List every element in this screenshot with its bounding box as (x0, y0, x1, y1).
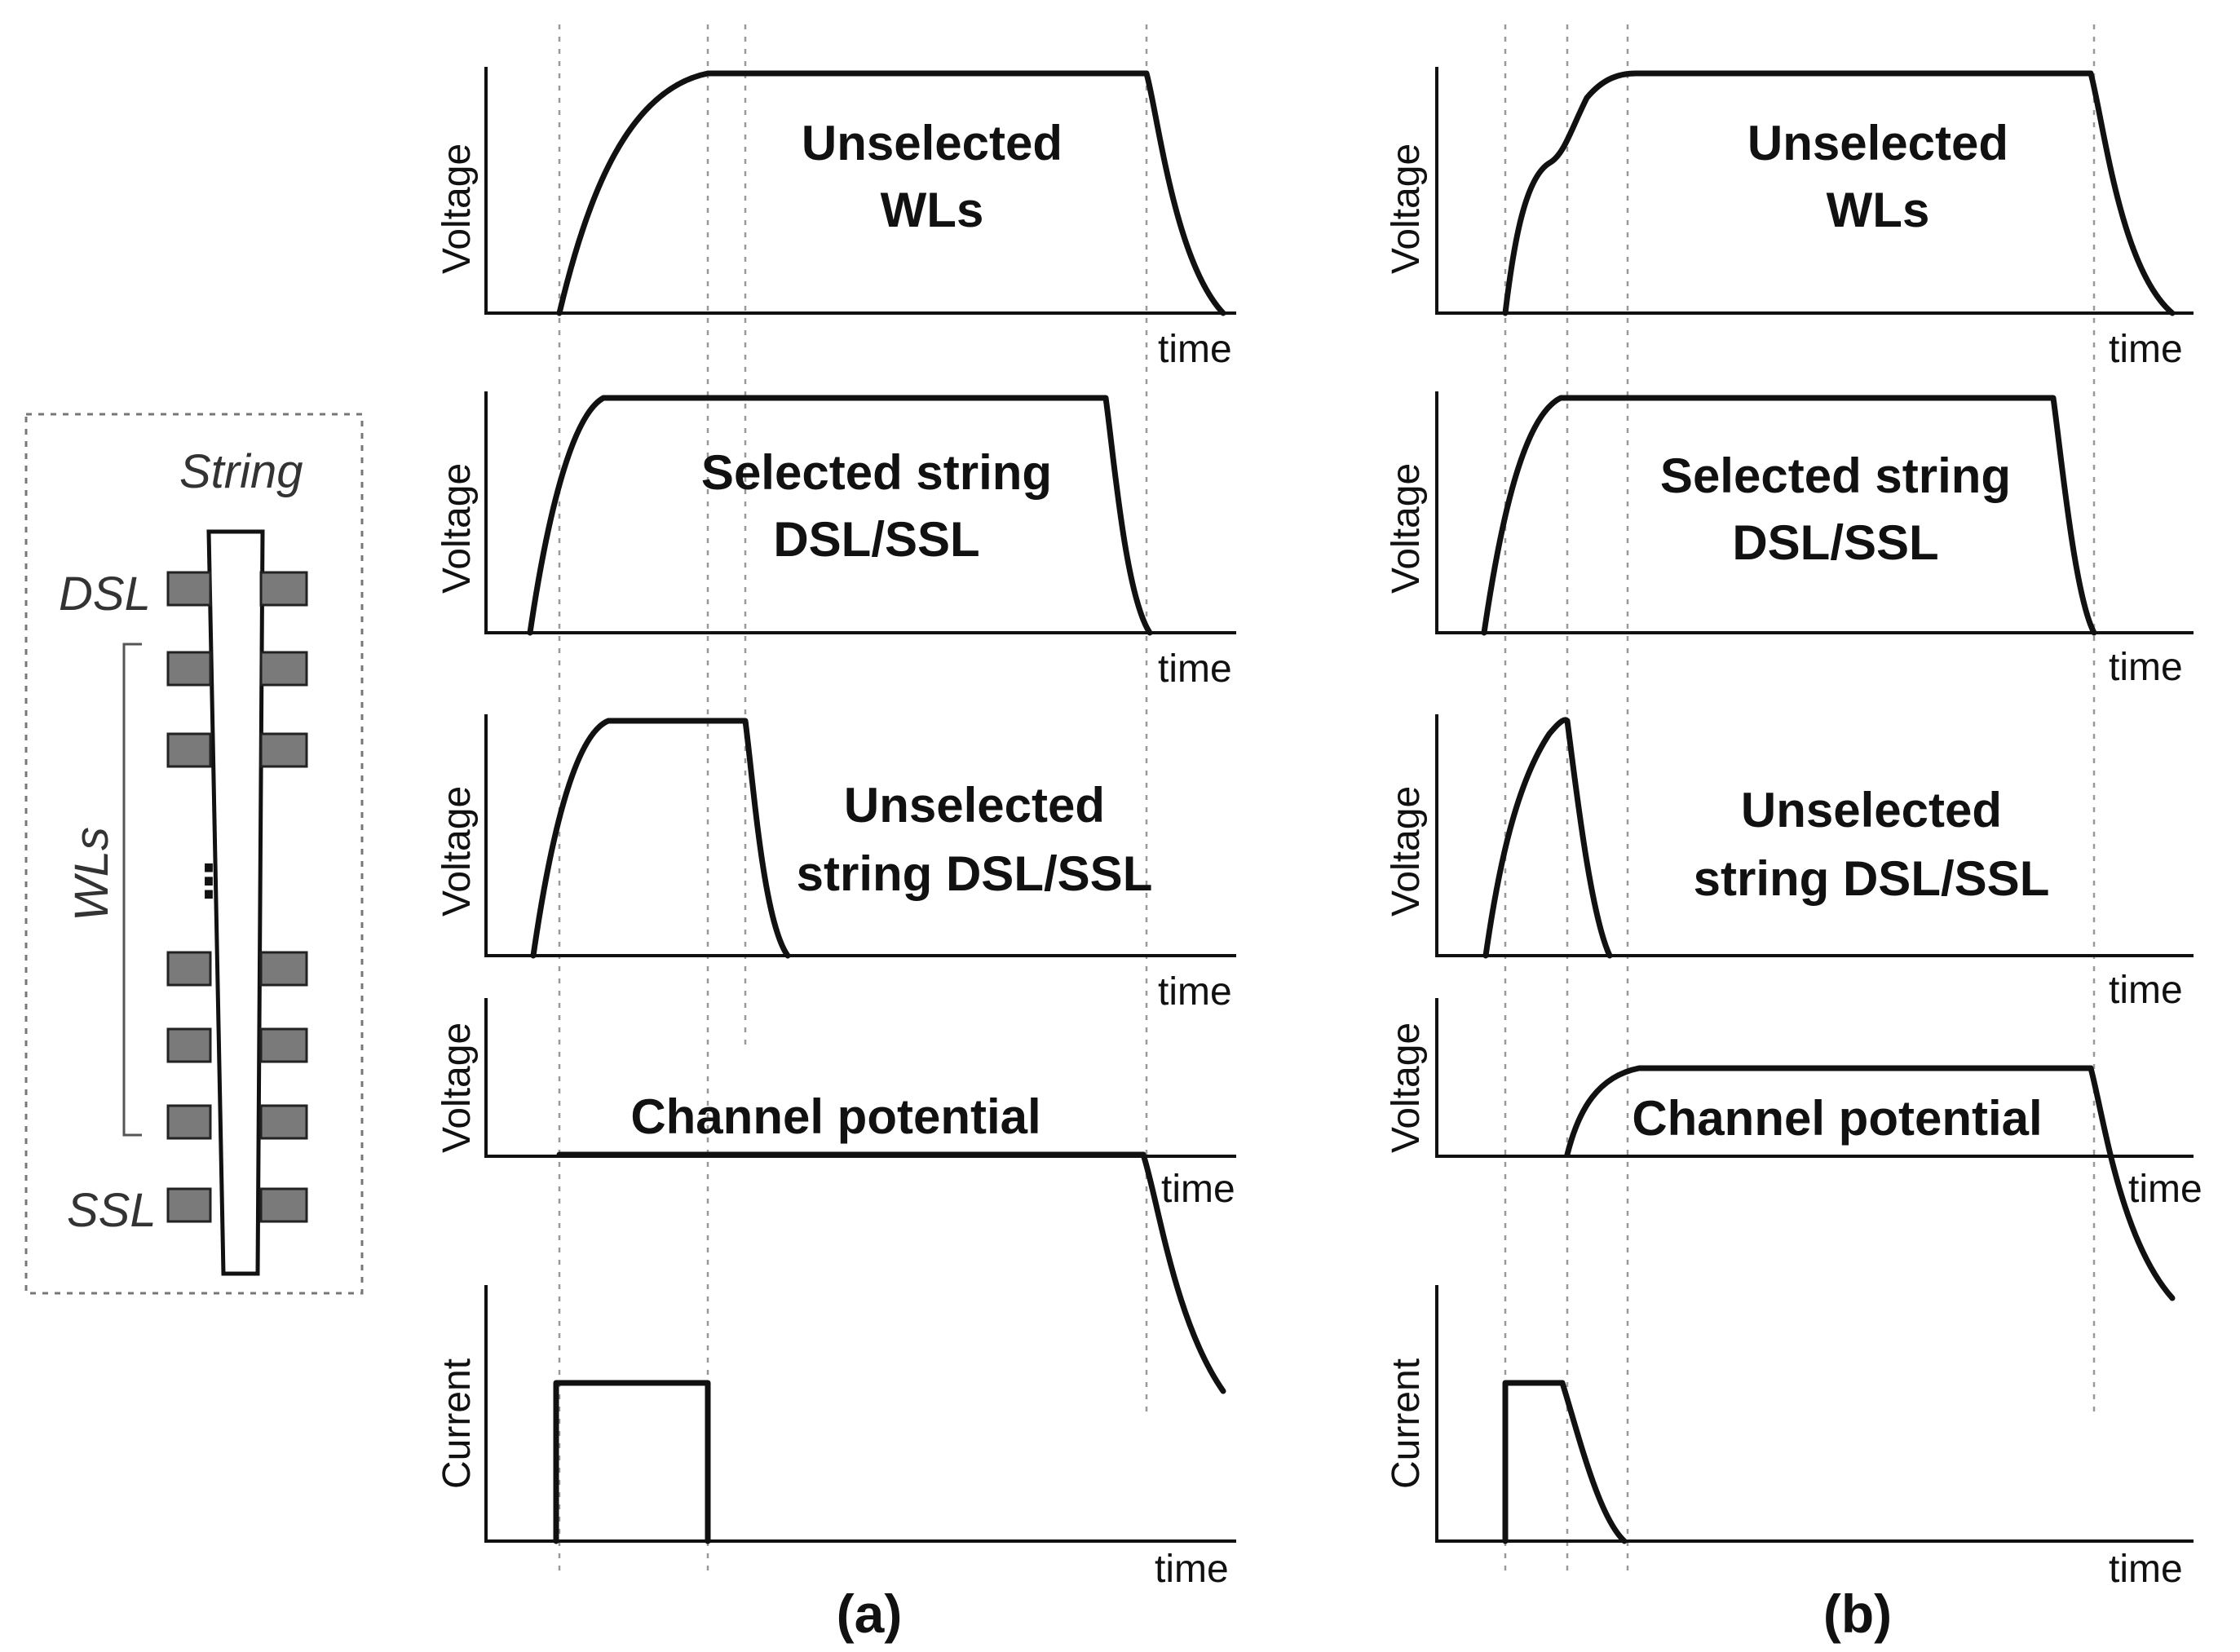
axis (1435, 67, 2194, 315)
wl-gate-left (166, 951, 212, 987)
axis (484, 391, 1236, 634)
wl-gate-left (166, 1104, 212, 1140)
x-axis-label: time (1158, 328, 1232, 371)
curve-label: WLs (1827, 183, 1930, 237)
plot-a-unselected-string: Voltage time Unselected string DSL/SSL (435, 714, 1236, 1014)
x-axis-label: time (1158, 647, 1232, 691)
dsl-gate-right (259, 571, 308, 607)
trace (530, 718, 791, 959)
dsl-label: DSL (59, 568, 151, 621)
plot-b-unselected-string: Voltage time Unselected string DSL/SSL (1385, 714, 2194, 1012)
wls-ellipsis: ⋮ (186, 855, 232, 907)
trace (1502, 70, 2176, 316)
x-axis-label: time (2109, 1548, 2183, 1591)
trace (1481, 395, 2097, 636)
wl-gate-left (166, 651, 212, 687)
plot-b-channel-potential: Voltage time Channel potential (1385, 998, 2202, 1301)
y-axis-label: Voltage (435, 1023, 479, 1153)
axis (1435, 1285, 2194, 1543)
wl-gate-right (259, 651, 308, 687)
curve-label: Channel potential (630, 1089, 1040, 1144)
trace (1482, 717, 1613, 959)
x-axis-label: time (2128, 1168, 2202, 1211)
y-axis-label: Voltage (435, 463, 479, 594)
axis (1435, 714, 2194, 957)
plot-a-unselected-wls: Voltage time Unselected WLs (435, 67, 1236, 371)
y-axis-label: Voltage (435, 144, 479, 274)
curve-label: string DSL/SSL (1694, 851, 2050, 906)
x-axis-label: time (2109, 969, 2183, 1012)
wl-gate-right (259, 732, 308, 768)
plot-a-channel-potential: Voltage time Channel potential (435, 998, 1236, 1394)
curve-label: string DSL/SSL (797, 846, 1153, 901)
trace (556, 1151, 1226, 1394)
y-axis-label: Voltage (1385, 1023, 1428, 1153)
curve-label: Unselected (802, 116, 1063, 170)
wl-gate-left (166, 1027, 212, 1063)
curve-label: WLs (881, 183, 984, 237)
string-label: String (179, 445, 303, 498)
axis (484, 67, 1236, 315)
axis (484, 714, 1236, 957)
wl-gate-right (259, 1027, 308, 1063)
trace (527, 395, 1153, 636)
x-axis-label: time (2109, 646, 2183, 689)
dsl-gate-left (166, 571, 212, 607)
panel-a-tag: (a) (837, 1584, 903, 1644)
y-axis-label: Voltage (1385, 144, 1428, 274)
y-axis-label: Current (435, 1358, 479, 1489)
plot-a-selected-string: Voltage time Selected string DSL/SSL (435, 391, 1236, 691)
x-axis-label: time (1155, 1548, 1229, 1591)
curve-label: DSL/SSL (773, 512, 979, 567)
ssl-gate-right (259, 1187, 308, 1223)
plot-b-current: Current time (1385, 1285, 2194, 1591)
y-axis-label: Voltage (1385, 786, 1428, 917)
panel-b: Voltage time Unselected WLs Voltage time… (1385, 24, 2202, 1644)
ssl-label: SSL (67, 1184, 157, 1237)
x-axis-label: time (1161, 1168, 1235, 1211)
wls-bracket (122, 643, 142, 1137)
wl-gate-right (259, 1104, 308, 1140)
trace (556, 70, 1226, 316)
nand-string-inset: String DSL SSL WLs ⋮ (24, 413, 364, 1295)
curve-label: Unselected (844, 778, 1105, 833)
wls-label: WLs (65, 827, 118, 921)
trace (553, 1380, 711, 1544)
plot-a-current: Current time (435, 1285, 1236, 1591)
wl-gate-left (166, 732, 212, 768)
trace (1502, 1380, 1628, 1544)
curve-label: Selected string (1660, 448, 2011, 503)
x-axis-label: time (2109, 328, 2183, 371)
y-axis-label: Voltage (1385, 463, 1428, 594)
ssl-gate-left (166, 1187, 212, 1223)
panel-b-tag: (b) (1823, 1584, 1892, 1644)
axis (1435, 998, 2194, 1158)
curve-label: DSL/SSL (1732, 515, 1938, 570)
y-axis-label: Voltage (435, 786, 479, 917)
axis (484, 1285, 1236, 1543)
curve-label: Unselected (1747, 116, 2008, 170)
curve-label: Selected string (701, 445, 1052, 500)
x-axis-label: time (1158, 970, 1232, 1014)
y-axis-label: Current (1385, 1358, 1428, 1489)
curve-label: Channel potential (1632, 1091, 2042, 1146)
string-channel (206, 529, 265, 1276)
plot-b-unselected-wls: Voltage time Unselected WLs (1385, 67, 2194, 371)
plot-b-selected-string: Voltage time Selected string DSL/SSL (1385, 391, 2194, 689)
panel-a: Voltage time Unselected WLs Voltage time… (435, 24, 1236, 1644)
wl-gate-right (259, 951, 308, 987)
curve-label: Unselected (1741, 783, 2002, 837)
trace (1564, 1065, 2176, 1301)
inset-frame (24, 413, 364, 1295)
axis (1435, 391, 2194, 634)
